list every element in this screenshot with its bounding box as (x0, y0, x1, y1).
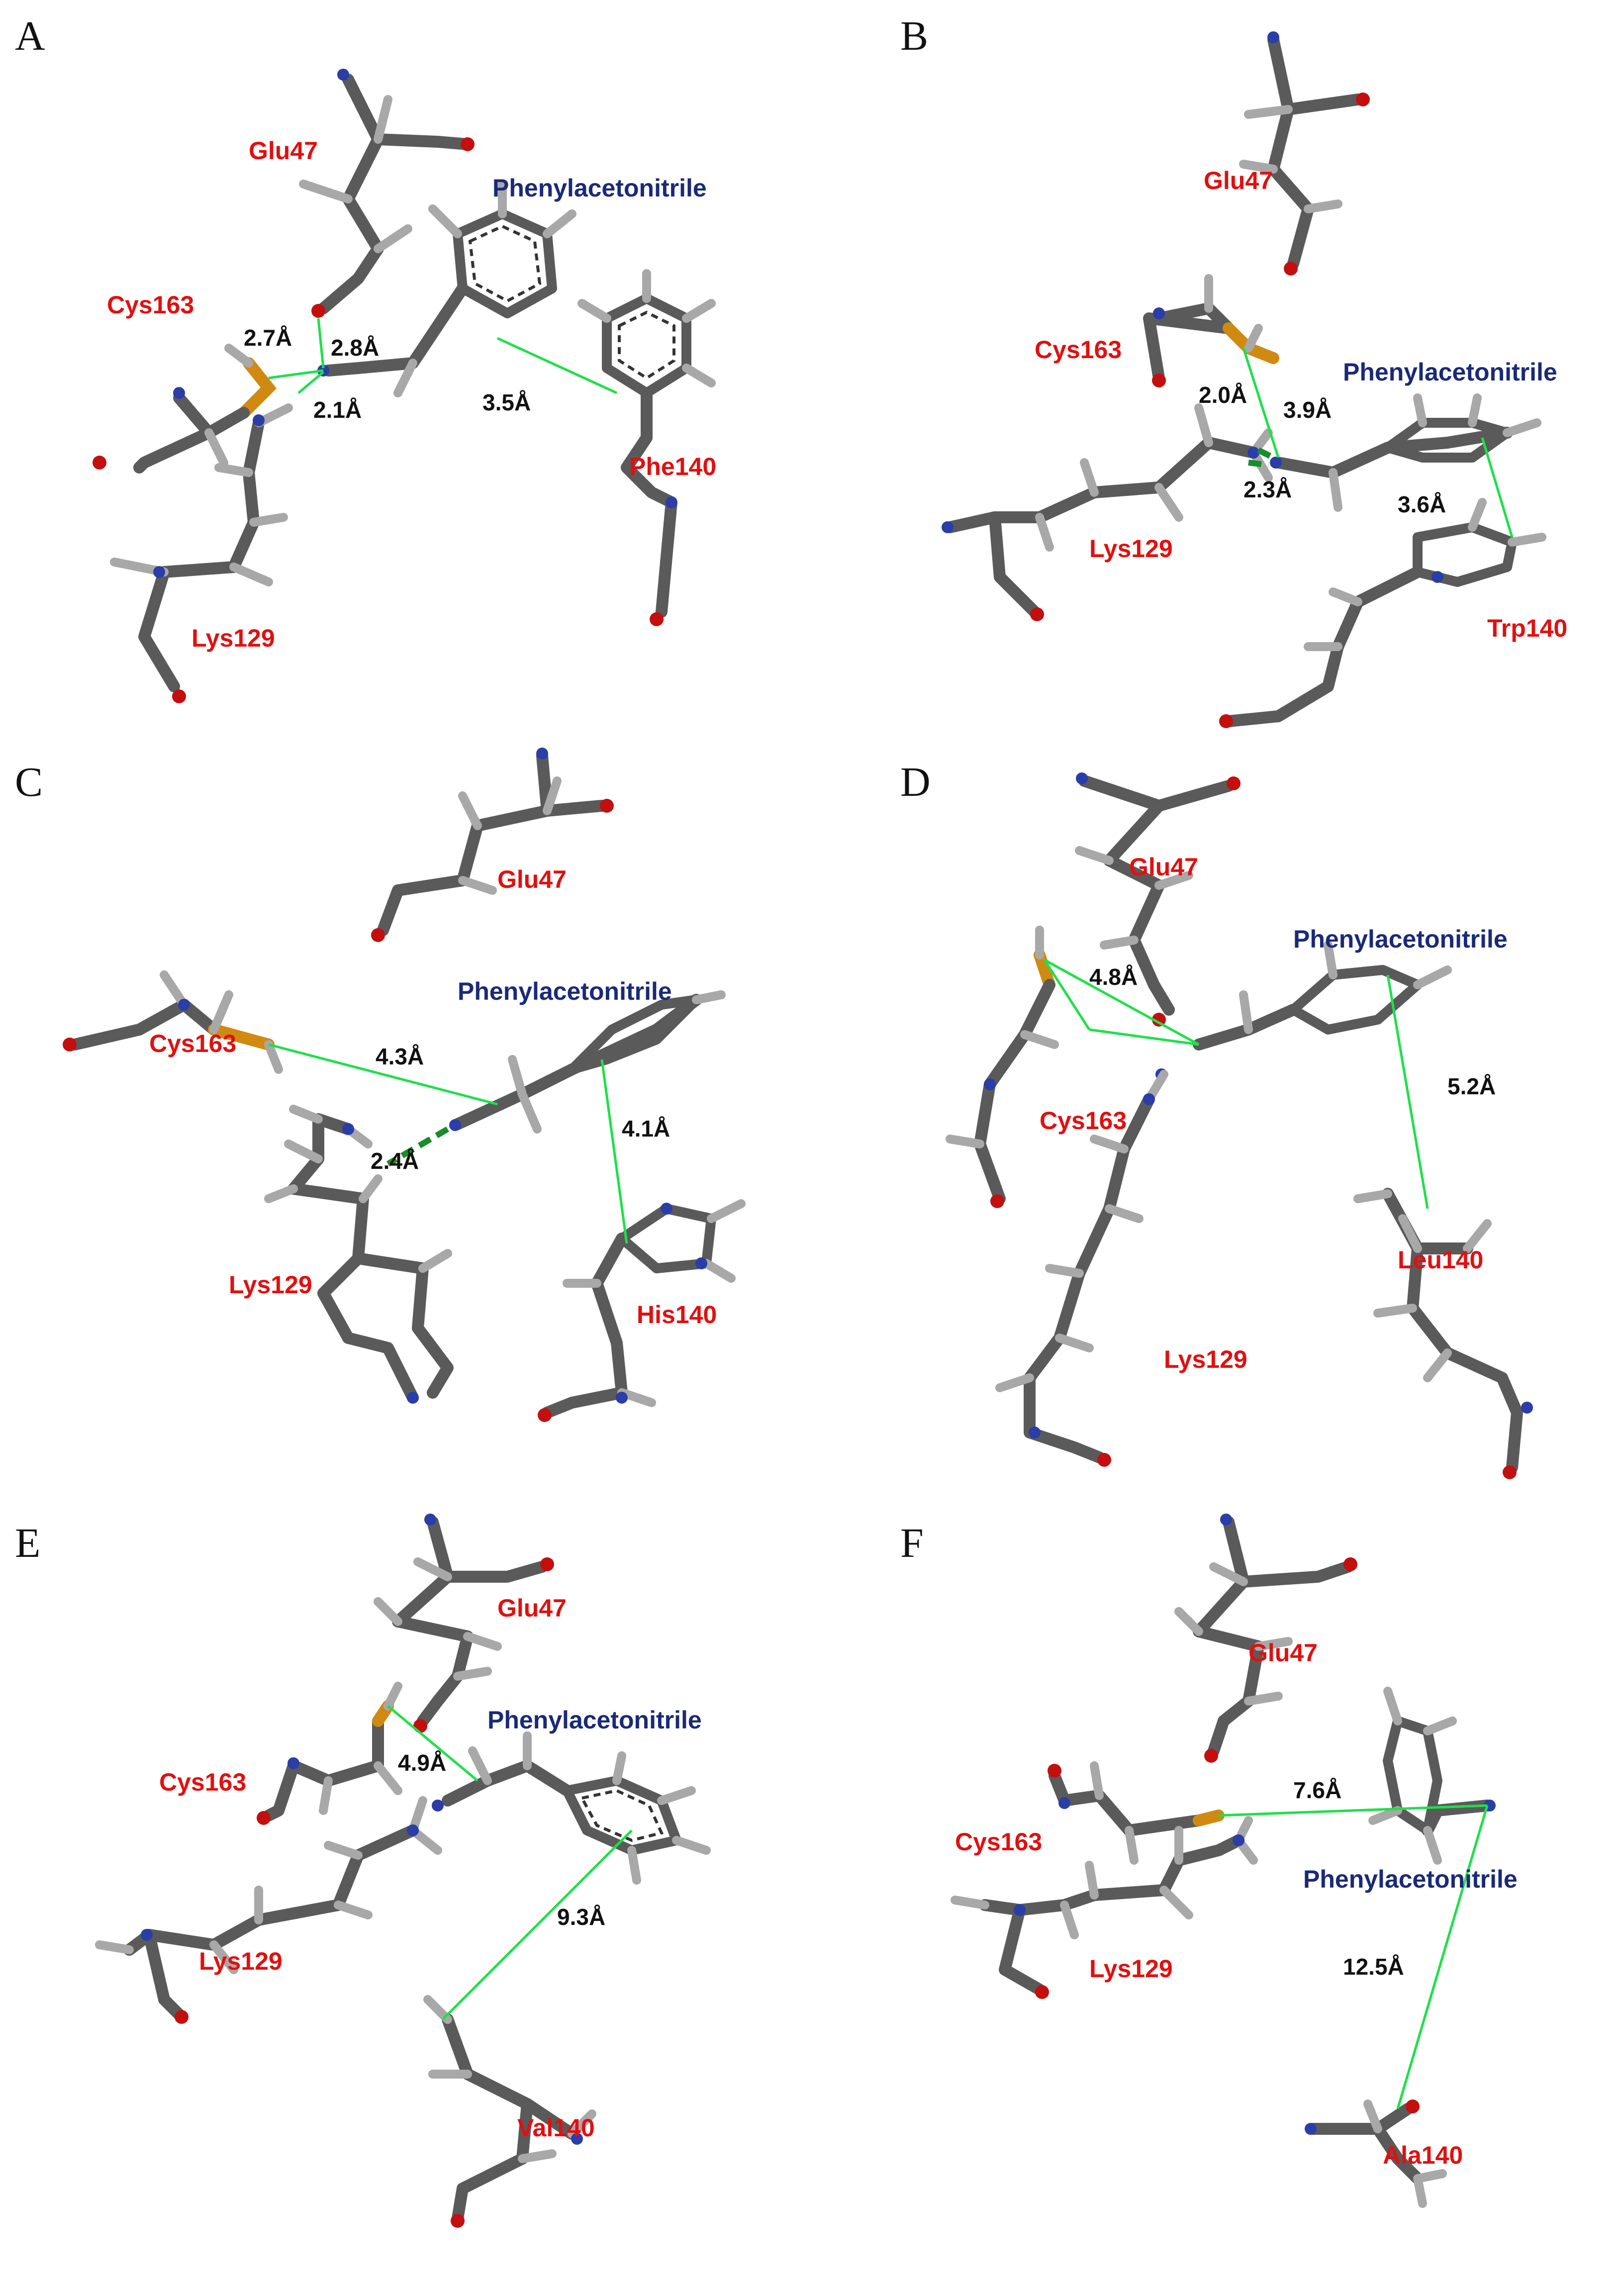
residue-cys163-structure (63, 970, 283, 1074)
residue-label-cys163: Cys163 (159, 1768, 246, 1796)
residue-glu47-structure (299, 69, 475, 318)
ligand-structure (432, 1731, 711, 1885)
distance-label: 7.6Å (1293, 1777, 1341, 1803)
residue-label-glu47: Glu47 (1204, 167, 1273, 194)
contact-lines (268, 1043, 628, 1244)
residue-label-glu47: Glu47 (1129, 853, 1198, 881)
residue-lys129-structure (951, 1816, 1258, 1999)
residue-label-lys129: Lys129 (1089, 1955, 1173, 1983)
residue-label-lys129: Lys129 (229, 1271, 312, 1299)
residue-leu140-structure (1353, 1188, 1533, 1479)
panel-letter: C (15, 759, 43, 805)
distance-label: 4.8Å (1089, 964, 1138, 990)
residue-label-glu47: Glu47 (497, 1594, 567, 1622)
residue-label-cys163: Cys163 (107, 291, 194, 319)
residue-lys129-structure (942, 403, 1273, 621)
residue-ala140-structure (1305, 2099, 1447, 2208)
residue-label-lys129: Lys129 (1164, 1345, 1247, 1373)
residue-label-cys163: Cys163 (1040, 1107, 1127, 1135)
distance-label: 12.5Å (1343, 1954, 1404, 1980)
residue-label-phe140: Phe140 (629, 453, 716, 480)
distance-label: 2.7Å (244, 325, 292, 351)
distance-label: 9.3Å (557, 1904, 605, 1930)
panel-a: A (15, 13, 716, 703)
ligand-label: Phenylacetonitrile (1343, 358, 1557, 386)
panel-letter: B (900, 13, 928, 59)
distance-label: 2.8Å (331, 335, 379, 361)
residue-label-glu47: Glu47 (249, 137, 318, 165)
residue-glu47-structure (1174, 1514, 1357, 1763)
residue-label-ala140: Ala140 (1383, 2141, 1463, 2169)
ligand-label: Phenylacetonitrile (1293, 925, 1508, 953)
contact-lines (268, 318, 618, 394)
panel-e: E (15, 1514, 711, 2228)
residue-his140-structure (538, 1199, 746, 1422)
residue-lys129-structure (95, 1796, 442, 2024)
ligand-label: Phenylacetonitrile (1303, 1865, 1518, 1893)
residue-cys163-structure (1143, 274, 1279, 387)
panel-d: D (900, 759, 1533, 1479)
residue-cys163-structure (257, 1682, 402, 1825)
panel-letter: A (15, 13, 45, 59)
residue-val140-structure (423, 1995, 596, 2228)
distance-label: 3.6Å (1398, 491, 1446, 517)
panel-c: C (15, 748, 746, 1422)
residue-lys129-structure (110, 403, 293, 703)
distance-label: 4.3Å (376, 1044, 424, 1069)
distance-label: 4.9Å (398, 1750, 446, 1776)
distance-label: 3.9Å (1283, 397, 1332, 423)
residue-trp140-structure (1219, 498, 1546, 728)
residue-lys129-structure (995, 1070, 1168, 1467)
residue-glu47-structure (371, 748, 614, 942)
distance-label: 4.1Å (622, 1116, 670, 1142)
ligand-structure (1155, 941, 1452, 1080)
contact-lines (1218, 1804, 1489, 2109)
residue-label-lys129: Lys129 (199, 1947, 283, 1975)
distance-label: 2.3Å (1243, 477, 1292, 502)
contact-lines (387, 1705, 633, 2020)
residue-label-his140: His140 (637, 1301, 717, 1329)
residue-label-glu47: Glu47 (1248, 1639, 1318, 1667)
distance-label: 2.4Å (371, 1148, 419, 1174)
ligand-label: Phenylacetonitrile (492, 174, 707, 202)
residue-lys129-structure (264, 1105, 454, 1404)
residue-label-trp140: Trp140 (1487, 614, 1567, 642)
residue-label-glu47: Glu47 (497, 865, 567, 893)
ligand-label: Phenylacetonitrile (487, 1706, 702, 1734)
contact-lines (1043, 958, 1429, 1209)
contact-lines (1242, 348, 1514, 538)
ligand-structure (1270, 393, 1541, 512)
residue-label-lys129: Lys129 (1089, 535, 1173, 563)
residue-phe140-structure (577, 269, 716, 626)
residue-glu47-structure (374, 1514, 554, 1733)
panel-letter: F (900, 1520, 924, 1566)
residue-label-cys163: Cys163 (1035, 336, 1122, 364)
distance-label: 5.2Å (1447, 1073, 1496, 1099)
panel-letter: D (900, 759, 931, 805)
residue-glu47-structure (1075, 772, 1241, 1027)
residue-label-lys129: Lys129 (191, 624, 275, 652)
panel-b: B (900, 13, 1567, 728)
ligand-structure (317, 180, 576, 397)
ligand-structure (449, 990, 726, 1134)
distance-label: 3.5Å (482, 389, 531, 415)
residue-label-leu140: Leu140 (1398, 1246, 1483, 1274)
residue-cys163-structure (93, 344, 277, 474)
residue-label-val140: Val140 (517, 2114, 595, 2142)
distance-label: 2.0Å (1199, 382, 1247, 408)
panel-letter: E (15, 1520, 40, 1566)
residue-label-cys163: Cys163 (955, 1828, 1042, 1856)
residue-glu47-structure (1239, 31, 1370, 276)
residue-cys163-structure (946, 926, 1059, 1208)
ligand-structure (1368, 1687, 1496, 1865)
ligand-label: Phenylacetonitrile (458, 977, 672, 1005)
panel-f: F (900, 1514, 1518, 2208)
residue-cys163-structure (1048, 1761, 1225, 1865)
residue-label-cys163: Cys163 (149, 1030, 236, 1057)
distance-label: 2.1Å (313, 397, 362, 423)
